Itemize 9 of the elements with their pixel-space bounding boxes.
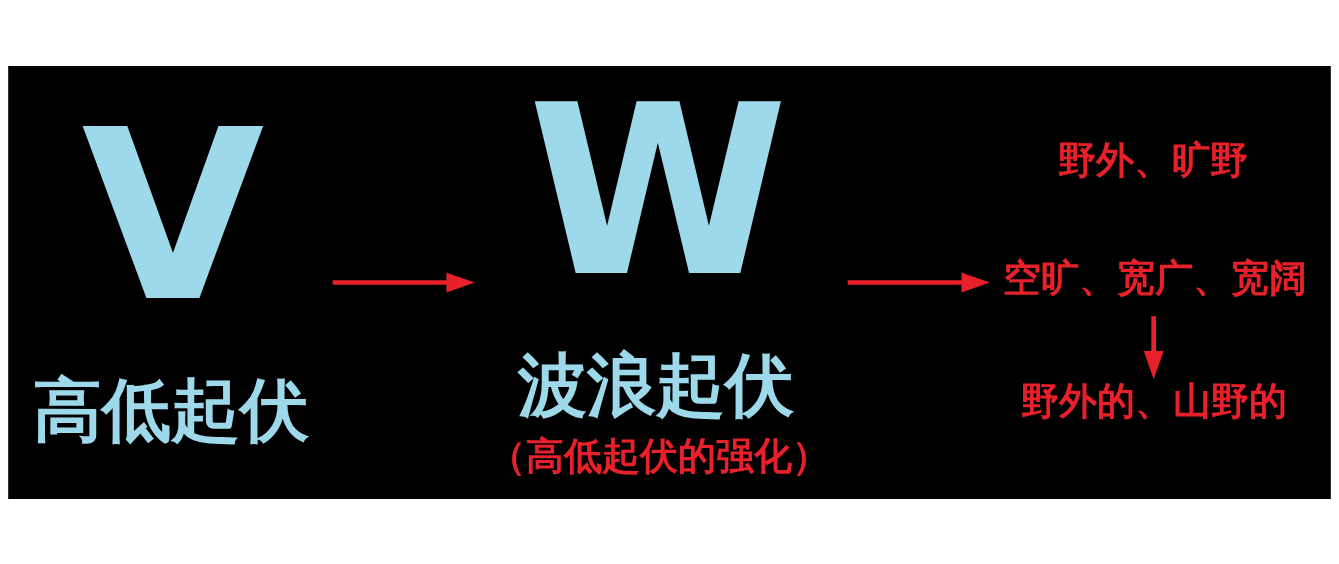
- node-text: V 高低起伏: [33, 78, 310, 450]
- node-text: 空旷、宽广、宽阔: [1002, 255, 1307, 300]
- label: 野外、旷野: [1058, 137, 1249, 182]
- arrow: [847, 272, 990, 292]
- arrow: [1143, 315, 1164, 379]
- arrow: [332, 272, 475, 292]
- node-text: W 波浪起伏: [518, 53, 795, 425]
- node-label: （高低起伏的强化）: [487, 433, 830, 478]
- node-text: 野外的、山野的: [1021, 378, 1288, 422]
